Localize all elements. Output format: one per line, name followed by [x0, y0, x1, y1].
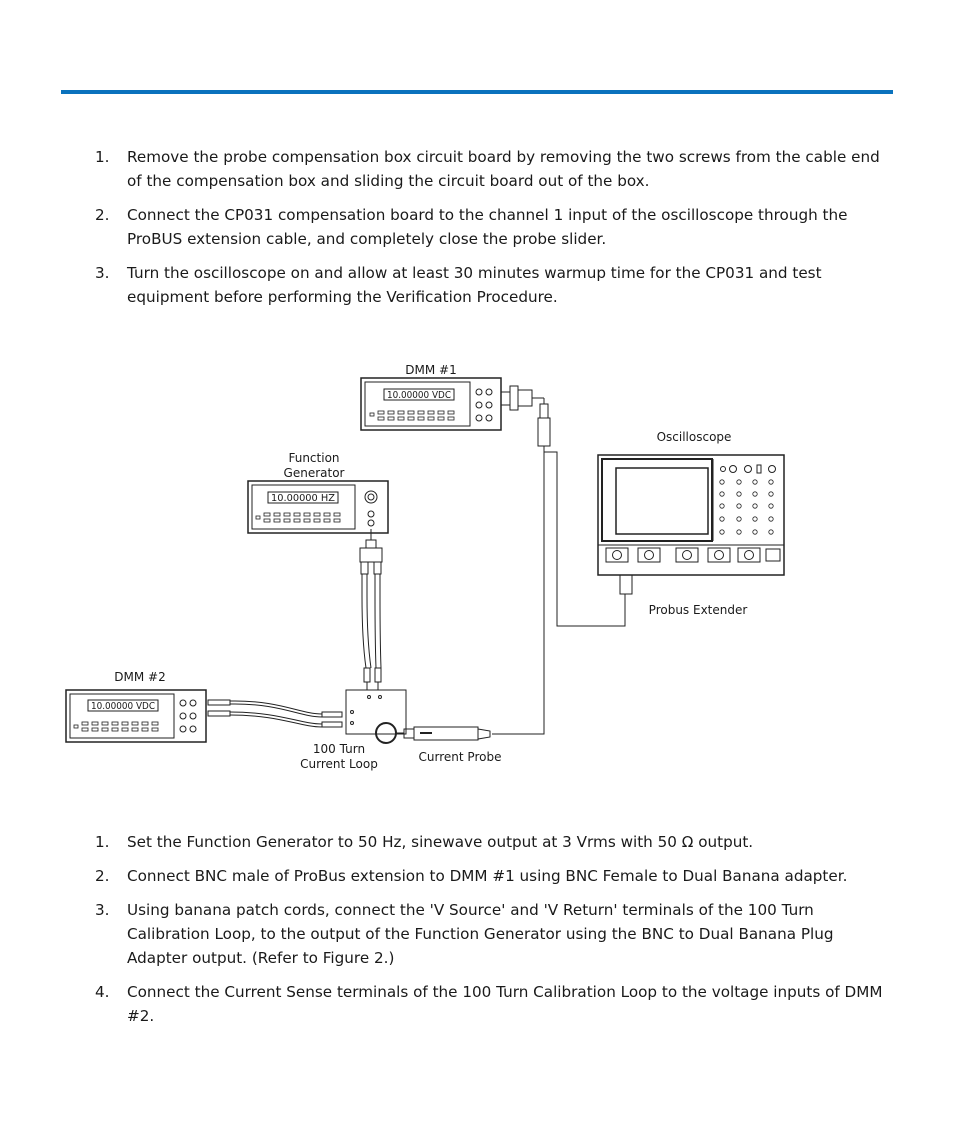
current-loop-fixture: [345, 682, 407, 744]
verification-steps-list: 1. Set the Function Generator to 50 Hz, s…: [92, 830, 892, 1038]
dmm2-display-readout: 10.00000 VDC: [91, 701, 155, 712]
dmm1-instrument: [360, 377, 502, 431]
list-item: 1. Remove the probe compensation box circ…: [92, 145, 892, 193]
function-generator-label-line1: Function: [288, 451, 339, 465]
list-item: 4. Connect the Current Sense terminals of…: [92, 980, 892, 1028]
step-number: 1.: [95, 148, 110, 166]
step-text: Remove the probe compensation box circui…: [127, 148, 880, 190]
step-text: Connect BNC male of ProBus extension to …: [127, 867, 848, 885]
list-item: 3. Turn the oscilloscope on and allow at …: [92, 261, 892, 309]
step-text: Using banana patch cords, connect the 'V…: [127, 901, 834, 967]
current-loop-label-line1: 100 Turn: [313, 742, 365, 756]
list-item: 2. Connect BNC male of ProBus extension t…: [92, 864, 892, 888]
step-number: 1.: [95, 833, 110, 851]
header-rule: [61, 90, 893, 94]
step-number: 3.: [95, 901, 110, 919]
step-number: 3.: [95, 264, 110, 282]
step-number: 2.: [95, 206, 110, 224]
function-generator-label-line2: Generator: [284, 466, 345, 480]
function-generator-instrument: [247, 480, 389, 534]
list-item: 2. Connect the CP031 compensation board t…: [92, 203, 892, 251]
probus-extender-label: Probus Extender: [649, 603, 748, 617]
oscilloscope-instrument: [597, 454, 785, 595]
list-item: 3. Using banana patch cords, connect the …: [92, 898, 892, 970]
current-probe: [396, 726, 491, 741]
bnc-dual-banana-adapter: [501, 385, 551, 447]
dmm2-label: DMM #2: [114, 670, 165, 684]
step-number: 2.: [95, 867, 110, 885]
current-loop-label-line2: Current Loop: [300, 757, 378, 771]
list-item: 1. Set the Function Generator to 50 Hz, s…: [92, 830, 892, 854]
function-generator-display-readout: 10.00000 HZ: [271, 493, 335, 504]
bnc-to-dual-banana-plug: [359, 529, 383, 683]
current-probe-cable: [492, 446, 545, 735]
step-text: Set the Function Generator to 50 Hz, sin…: [127, 833, 754, 851]
step-text: Turn the oscilloscope on and allow at le…: [127, 264, 822, 306]
oscilloscope-label: Oscilloscope: [657, 430, 732, 444]
dmm1-label: DMM #1: [405, 363, 456, 377]
step-number: 4.: [95, 983, 110, 1001]
dmm2-banana-leads: [207, 699, 343, 728]
dmm1-display-readout: 10.00000 VDC: [387, 390, 451, 401]
setup-steps-list: 1. Remove the probe compensation box circ…: [92, 145, 892, 319]
current-probe-label: Current Probe: [419, 750, 502, 764]
step-text: Connect the Current Sense terminals of t…: [127, 983, 883, 1025]
step-text: Connect the CP031 compensation board to …: [127, 206, 848, 248]
dmm2-instrument: [65, 689, 207, 743]
